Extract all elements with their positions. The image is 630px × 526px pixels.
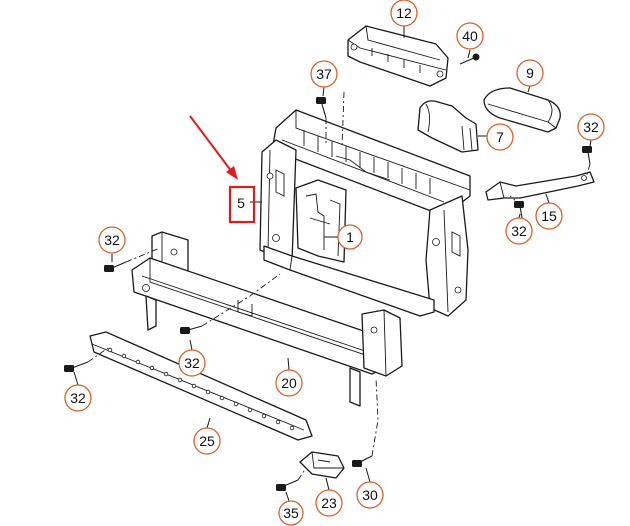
callout-32-center[interactable]: 32: [178, 349, 206, 377]
part-7-air-duct: [417, 100, 479, 153]
bolt-40: [459, 53, 480, 65]
svg-text:15: 15: [541, 208, 557, 224]
bolt-30: [352, 455, 373, 467]
bolt-32-lower: [64, 361, 89, 372]
callout-1[interactable]: 1: [337, 224, 363, 250]
svg-text:25: 25: [199, 433, 215, 449]
part-9-cap: [483, 87, 561, 133]
bolt-35: [276, 479, 299, 491]
highlight-arrow: [189, 115, 238, 180]
callout-12[interactable]: 12: [390, 0, 418, 27]
callout-32-left[interactable]: 32: [98, 226, 126, 254]
svg-text:32: 32: [511, 223, 527, 239]
callout-35[interactable]: 35: [278, 500, 304, 526]
callout-32-lower[interactable]: 32: [64, 384, 92, 412]
svg-text:23: 23: [321, 495, 337, 511]
svg-text:32: 32: [184, 355, 200, 371]
svg-text:32: 32: [104, 232, 120, 248]
svg-text:5: 5: [237, 195, 245, 211]
assembly-lines: [87, 91, 591, 481]
bolt-32-center: [180, 325, 203, 334]
callout-20[interactable]: 20: [275, 369, 303, 397]
svg-text:32: 32: [70, 390, 86, 406]
part-15-bracket: [485, 171, 595, 201]
highlight-box-part-5: [228, 185, 256, 224]
part-23-holder: [299, 451, 345, 479]
callout-30[interactable]: 30: [356, 481, 384, 509]
svg-text:20: 20: [281, 375, 297, 391]
bolt-32-right: [582, 146, 592, 165]
part-25-absorber-strip: [89, 331, 313, 441]
svg-text:32: 32: [583, 119, 599, 135]
svg-text:12: 12: [396, 5, 412, 21]
callout-23[interactable]: 23: [315, 489, 343, 517]
callout-32-right[interactable]: 32: [577, 113, 605, 141]
svg-text:35: 35: [283, 505, 299, 521]
svg-text:9: 9: [526, 65, 534, 81]
bolt-37: [316, 97, 327, 119]
callout-5[interactable]: 5: [237, 195, 245, 211]
svg-text:37: 37: [316, 66, 332, 82]
part-5-lock-carrier: [259, 109, 471, 317]
callout-15[interactable]: 15: [535, 202, 563, 230]
bolt-32-left: [104, 261, 127, 272]
absorber-holes: [107, 347, 295, 431]
bolt-32-bracket: [514, 201, 524, 219]
svg-text:40: 40: [462, 28, 478, 44]
callout-25[interactable]: 25: [193, 427, 221, 455]
callout-7[interactable]: 7: [486, 123, 514, 151]
svg-text:30: 30: [362, 487, 378, 503]
callout-32-bracket[interactable]: 32: [505, 217, 533, 245]
callout-9[interactable]: 9: [516, 59, 544, 87]
svg-text:7: 7: [496, 129, 504, 145]
svg-text:1: 1: [346, 229, 354, 245]
part-12-cover: [347, 25, 449, 87]
callout-37[interactable]: 37: [310, 60, 338, 88]
callout-40[interactable]: 40: [456, 22, 484, 50]
part-20-cross-member: [131, 231, 403, 407]
